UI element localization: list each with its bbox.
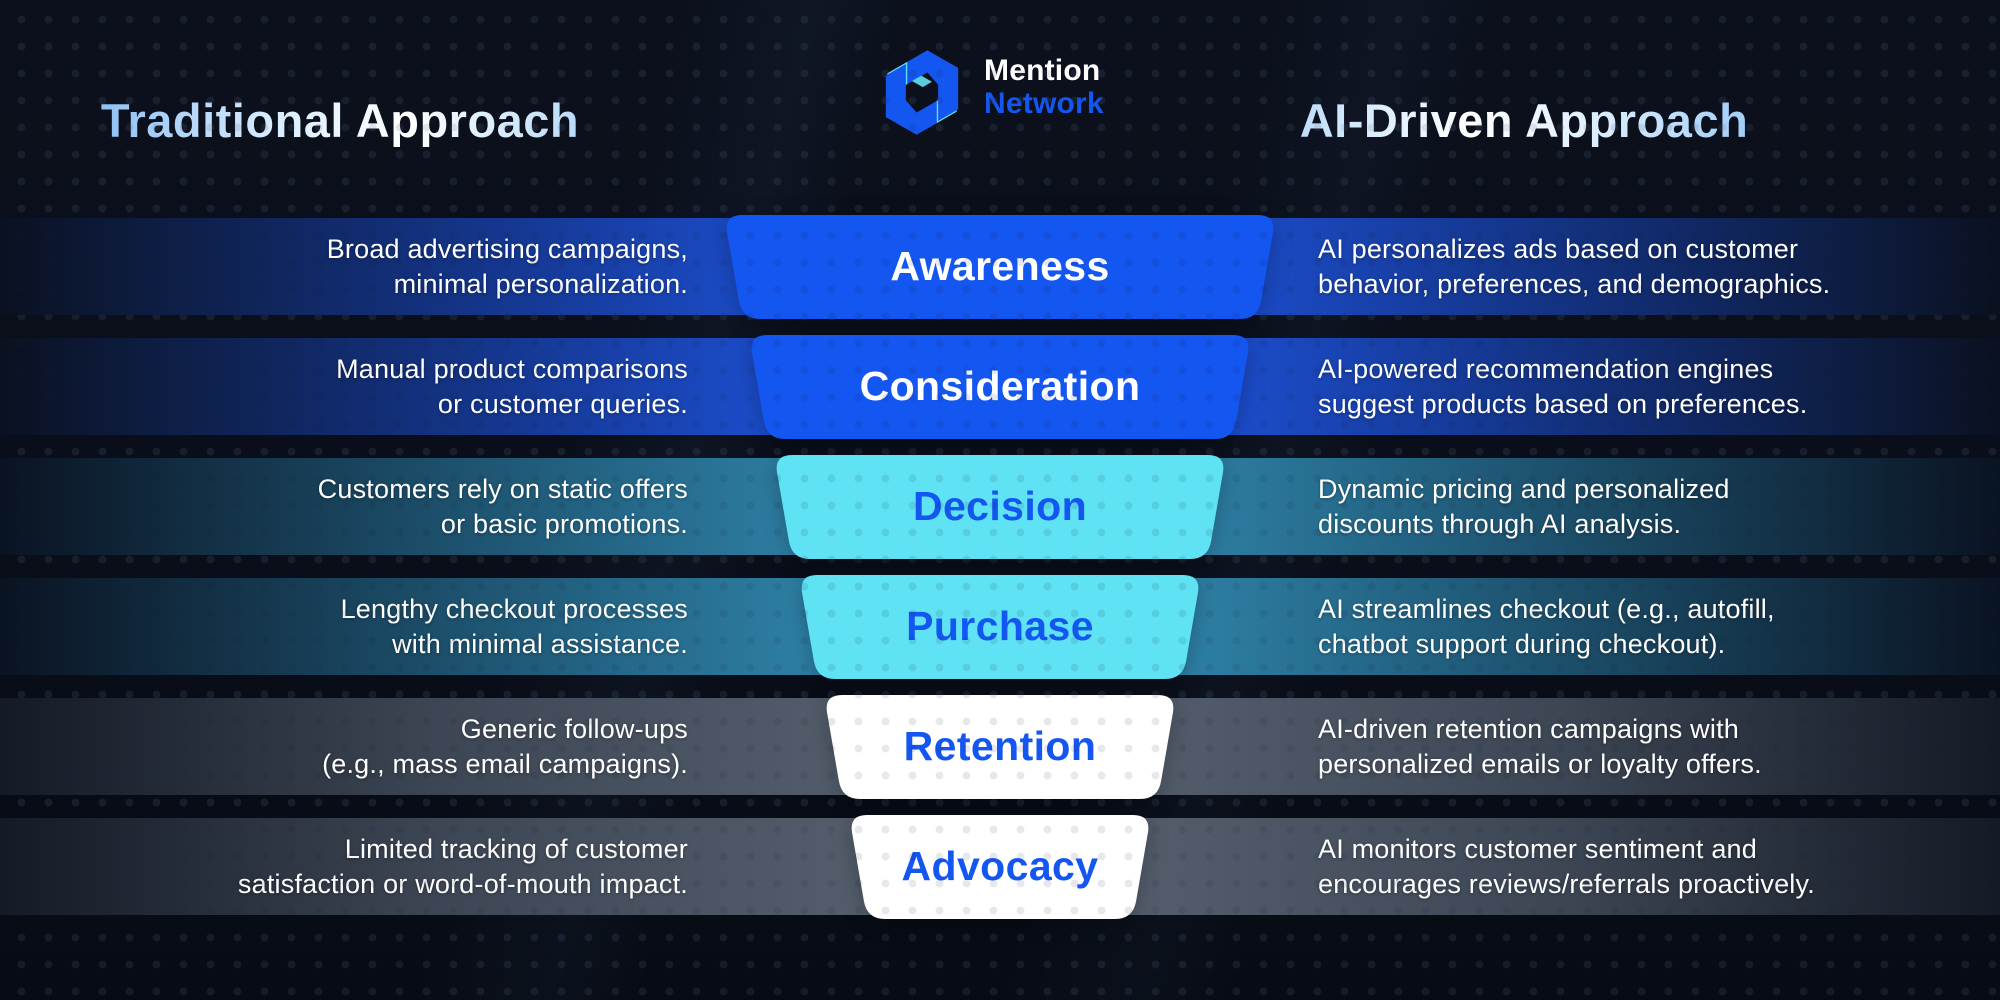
funnel-stage-label: Advocacy — [901, 843, 1099, 889]
funnel-stage-label: Consideration — [859, 363, 1141, 409]
funnel-stage-shape — [751, 335, 1249, 439]
traditional-text: Generic follow-ups(e.g., mass email camp… — [322, 713, 688, 779]
funnel-stage-shape — [726, 215, 1274, 319]
logo-wordmark: Mention Network — [984, 54, 1104, 120]
funnel-row-retention: Generic follow-ups(e.g., mass email camp… — [0, 695, 2000, 799]
traditional-text: Broad advertising campaigns,minimal pers… — [326, 233, 688, 299]
logo-text-mention: Mention — [984, 54, 1101, 87]
funnel-stage-shape — [776, 455, 1224, 559]
funnel-stage-label: Purchase — [906, 603, 1094, 649]
ai-driven-text: AI streamlines checkout (e.g., autofill,… — [1318, 593, 1775, 659]
funnel-stage-label: Decision — [912, 483, 1088, 529]
funnel-stage-label: Retention — [903, 723, 1097, 769]
logo-text-network: Network — [984, 87, 1104, 120]
funnel-stage-shape — [801, 575, 1199, 679]
title-ai-driven-approach: AI-Driven Approach — [1244, 92, 1804, 150]
funnel-row-awareness: Broad advertising campaigns,minimal pers… — [0, 215, 2000, 319]
title-traditional-approach: Traditional Approach — [60, 92, 620, 150]
funnel-stage-label: Awareness — [890, 243, 1110, 289]
funnel-stage-shape — [826, 695, 1174, 799]
mention-network-n-icon — [885, 50, 959, 135]
mention-network-logo: Mention Network — [872, 48, 1162, 140]
funnel-stage-shape — [851, 815, 1149, 919]
